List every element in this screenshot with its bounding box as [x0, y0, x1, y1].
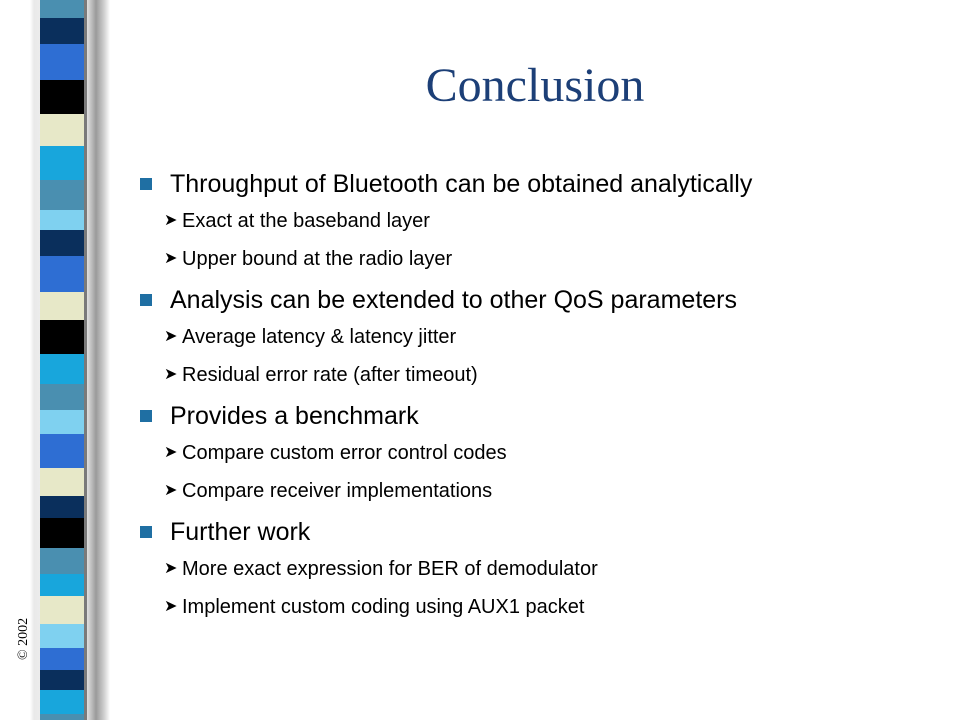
bullet-text: Provides a benchmark [170, 402, 419, 430]
sub-bullet-list: ➤More exact expression for BER of demodu… [140, 556, 940, 620]
stripe-block [40, 410, 87, 434]
stripe-block [40, 230, 87, 256]
arrowhead-icon: ➤ [164, 366, 178, 383]
stripe-block [40, 548, 87, 574]
stripe-block [40, 114, 87, 146]
stripe-block [40, 496, 87, 518]
sub-bullet-list: ➤Average latency & latency jitter ➤Resid… [140, 324, 940, 388]
stripe-block [40, 146, 87, 180]
stripe-block [40, 210, 87, 230]
sub-bullet-text: Residual error rate (after timeout) [182, 364, 478, 386]
bullet-text: Analysis can be extended to other QoS pa… [170, 286, 737, 314]
sub-bullet-item: ➤Average latency & latency jitter [140, 324, 940, 350]
sub-bullet-text: Exact at the baseband layer [182, 210, 430, 232]
decorative-strip [0, 0, 110, 720]
bullet-text: Further work [170, 518, 311, 546]
arrowhead-icon: ➤ [164, 598, 178, 615]
stripe-block [40, 320, 87, 354]
stripe-block [40, 180, 87, 210]
sub-bullet-text: Implement custom coding using AUX1 packe… [182, 596, 585, 618]
sub-bullet-list: ➤Exact at the baseband layer ➤Upper boun… [140, 208, 940, 272]
bullet-list: Throughput of Bluetooth can be obtained … [140, 168, 940, 632]
arrowhead-icon: ➤ [164, 482, 178, 499]
sub-bullet-text: More exact expression for BER of demodul… [182, 558, 598, 580]
stripe-block [40, 434, 87, 468]
sub-bullet-item: ➤Compare custom error control codes [140, 440, 940, 466]
sub-bullet-item: ➤Compare receiver implementations [140, 478, 940, 504]
sub-bullet-list: ➤Compare custom error control codes ➤Com… [140, 440, 940, 504]
bullet-item: Analysis can be extended to other QoS pa… [140, 284, 940, 388]
sub-bullet-item: ➤Residual error rate (after timeout) [140, 362, 940, 388]
sub-bullet-item: ➤Exact at the baseband layer [140, 208, 940, 234]
sub-bullet-item: ➤More exact expression for BER of demodu… [140, 556, 940, 582]
blue-square-icon [140, 178, 152, 190]
stripe-block [40, 624, 87, 648]
sub-bullet-item: ➤Upper bound at the radio layer [140, 246, 940, 272]
stripe-block [40, 80, 87, 114]
sub-bullet-text: Compare custom error control codes [182, 442, 507, 464]
arrowhead-icon: ➤ [164, 328, 178, 345]
arrowhead-icon: ➤ [164, 560, 178, 577]
stripe-block [40, 256, 87, 292]
stripe-block [40, 468, 87, 496]
stripe-block [40, 18, 87, 44]
stripe-block [40, 292, 87, 320]
stripe-block [40, 384, 87, 410]
blue-square-icon [140, 526, 152, 538]
stripe-block [40, 354, 87, 384]
stripe-block [40, 690, 87, 714]
bullet-item: Provides a benchmark ➤Compare custom err… [140, 400, 940, 504]
sub-bullet-text: Upper bound at the radio layer [182, 248, 453, 270]
stripe-block [40, 0, 87, 18]
copyright-notice: © 2002 [16, 617, 31, 660]
stripe-block [40, 714, 87, 720]
arrowhead-icon: ➤ [164, 444, 178, 461]
bullet-text: Throughput of Bluetooth can be obtained … [170, 170, 753, 198]
stripe-block [40, 596, 87, 624]
stripe-block [40, 44, 87, 80]
arrowhead-icon: ➤ [164, 250, 178, 267]
blue-square-icon [140, 294, 152, 306]
sub-bullet-text: Compare receiver implementations [182, 480, 493, 502]
arrowhead-icon: ➤ [164, 212, 178, 229]
slide-title: Conclusion [425, 59, 645, 112]
stripe-block [40, 518, 87, 548]
stripe-block [40, 670, 87, 690]
blue-square-icon [140, 410, 152, 422]
stripe-block [40, 574, 87, 596]
sub-bullet-item: ➤Implement custom coding using AUX1 pack… [140, 594, 940, 620]
stripe-block [40, 648, 87, 670]
sub-bullet-text: Average latency & latency jitter [182, 326, 457, 348]
bullet-item: Further work ➤More exact expression for … [140, 516, 940, 620]
bullet-item: Throughput of Bluetooth can be obtained … [140, 168, 940, 272]
